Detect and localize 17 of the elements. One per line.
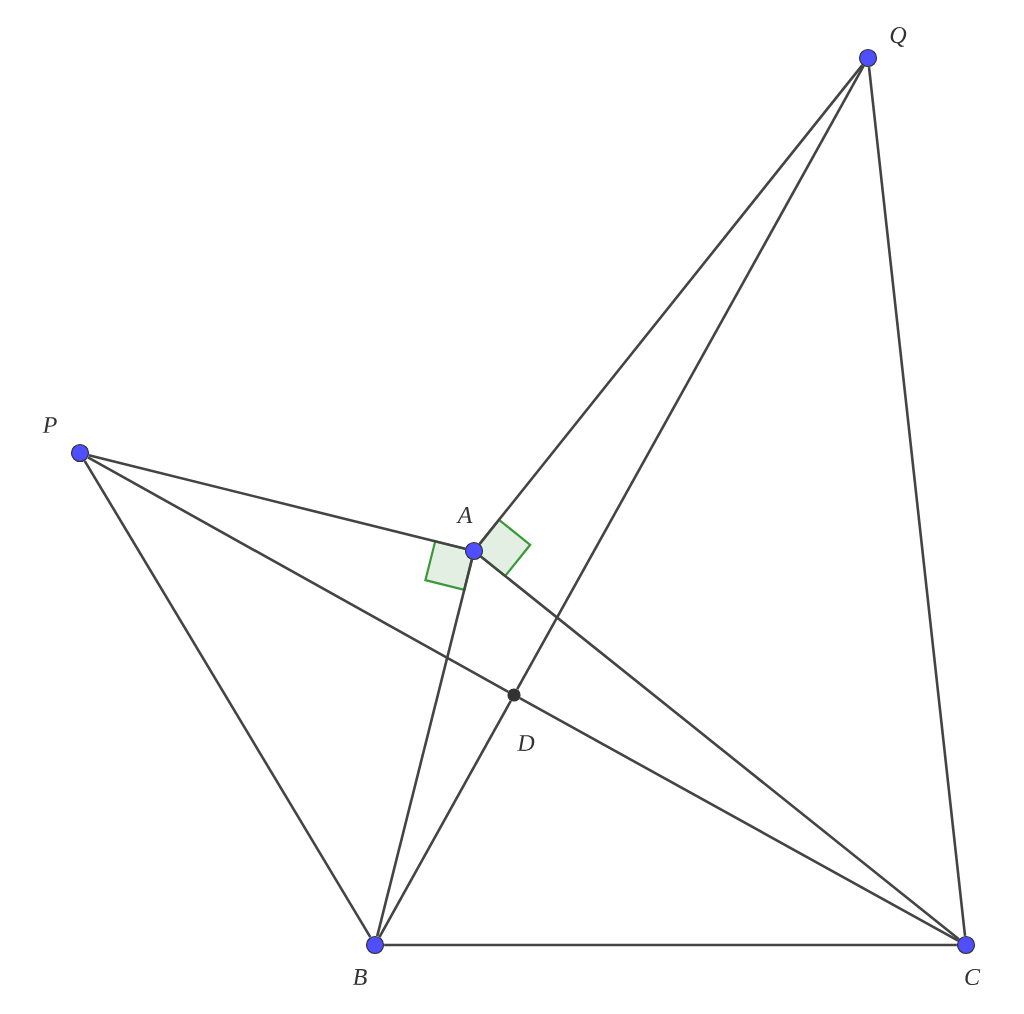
line-segment (87, 456, 509, 693)
point-label: A (456, 507, 473, 523)
point-label: Q (890, 27, 907, 47)
point-label: B (352, 969, 367, 985)
point-label: P (42, 417, 57, 433)
line-segment (378, 700, 512, 938)
line-segment (480, 555, 960, 941)
line-segment (516, 65, 865, 690)
line-segment (519, 697, 959, 942)
line-segment (384, 943, 957, 947)
point-label: D (517, 735, 535, 751)
line-segment (478, 64, 864, 545)
line-segment (375, 559, 474, 937)
line-segment (867, 66, 967, 937)
point-label: C (965, 968, 981, 986)
line-segment (83, 460, 372, 938)
line-segment (88, 453, 466, 551)
